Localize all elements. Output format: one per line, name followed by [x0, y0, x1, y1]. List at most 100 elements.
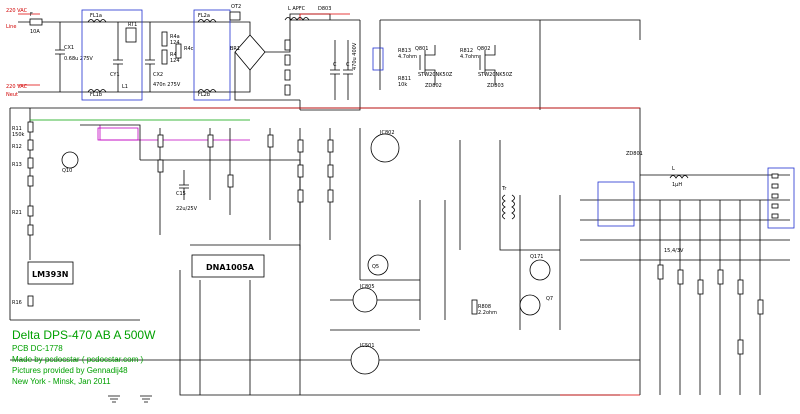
q802-value: STW20NK50Z: [478, 72, 513, 78]
zd802-label: ZD802: [425, 83, 442, 89]
q10-label: Q10: [62, 168, 72, 174]
q6-transistor: [529, 259, 551, 281]
ot2-thermal-switch: [229, 11, 241, 21]
lm393n-label: LM393N: [32, 270, 68, 279]
neutral-label: Neut: [6, 92, 18, 98]
ic805-label: IC805: [360, 284, 375, 290]
q7-label: Q7: [546, 296, 553, 302]
r4a-value: 124: [170, 40, 180, 46]
output-pins: [771, 173, 779, 219]
ic501-label: IC501: [360, 343, 375, 349]
rt1-label: RT1: [128, 22, 137, 28]
fl2-label: FL2a: [198, 13, 210, 19]
r11-label: R11: [12, 126, 22, 132]
r4b-label: R4b: [170, 52, 180, 58]
mains-input-wiring: [18, 13, 641, 111]
fuse: [29, 18, 43, 26]
lm393n-chip: [27, 261, 74, 285]
l1-label: L1: [122, 84, 128, 90]
r808-resistor: [471, 299, 478, 315]
output-cap-value: 15,4/3V: [664, 248, 684, 254]
r21-label: R21: [12, 210, 22, 216]
d803-label: D803: [318, 6, 331, 12]
ground-symbols: [108, 395, 152, 403]
r12-label: R12: [12, 144, 22, 150]
ic805-optocoupler: [352, 287, 378, 313]
fuse-value: 10A: [30, 29, 40, 35]
line-label: Line: [6, 24, 16, 30]
jumper-connector: [372, 47, 384, 71]
r13-label: R13: [12, 162, 22, 168]
fl1-filter-box: [81, 9, 143, 101]
primary-mosfets: [419, 45, 496, 85]
fuse-label: F: [30, 12, 33, 18]
ic501-optocoupler: [350, 345, 380, 375]
pictures-credit: Pictures provided by Gennadij48: [12, 366, 128, 375]
bulk-cap-value: 470u 400V: [352, 42, 358, 70]
q10-transistor: [61, 151, 79, 169]
c15-label: C15: [176, 191, 186, 197]
secondary-ic-box: [597, 181, 635, 227]
r811-label: R811: [398, 76, 411, 82]
cy1-label: CY1: [110, 72, 120, 78]
fl1b-label: FL1b: [90, 92, 102, 98]
q171-label: Q171: [530, 254, 543, 260]
cx2-value: 470n 275V: [153, 82, 181, 88]
ic802-optocoupler: [370, 133, 400, 163]
bulk-cap1-label: C: [333, 62, 337, 68]
r4c-resistor: [175, 43, 182, 59]
r808-value: 2.2ohm: [478, 310, 497, 316]
q801-label: Q801: [415, 46, 428, 52]
schematic-title: Delta DPS-470 AB A 500W: [12, 328, 156, 342]
rt1-thermistor: [125, 27, 137, 43]
q5-transistor: [367, 254, 389, 276]
zd803-label: ZD803: [487, 83, 504, 89]
fl2-filter-box: [193, 9, 231, 101]
fl2b-label: FL2b: [198, 92, 210, 98]
q802-label: Q802: [477, 46, 490, 52]
neutral-voltage-label: 220 VAC: [6, 84, 28, 90]
pin-header: [97, 127, 139, 141]
r811-value: 10k: [398, 82, 407, 88]
pcb-code: PCB DC-1778: [12, 344, 63, 353]
made-by: Made by pcdocstar ( pcdocstar.com ): [12, 355, 144, 364]
dna1005a-label: DNA1005A: [206, 263, 255, 272]
r16-label: R16: [12, 300, 22, 306]
cx1-label: CX1: [64, 45, 74, 51]
place-date: New York - Minsk, Jan 2011: [12, 377, 111, 386]
r11-value: 150k: [12, 132, 25, 138]
r813-label: R813: [398, 48, 411, 54]
r4c-label: R4c: [184, 46, 194, 52]
output-connector: [767, 167, 795, 229]
mid-resistor-grid: [157, 134, 334, 203]
ot2-label: OT2: [231, 4, 241, 10]
bulk-cap2-label: C: [346, 62, 350, 68]
bridge-rectifier-label: BR1: [230, 46, 240, 52]
r4a-resistor: [161, 31, 168, 47]
right-resistor-stack: [657, 264, 764, 355]
q7-transistor: [519, 294, 541, 316]
q5-label: Q5: [372, 264, 379, 270]
r4b-resistor: [161, 49, 168, 65]
fl1-label: FL1a: [90, 13, 102, 19]
output-inductor-value: 1μH: [672, 182, 682, 188]
ic802-label: IC802: [380, 130, 395, 136]
cx2-label: CX2: [153, 72, 163, 78]
c15-value: 22u/25V: [176, 206, 198, 212]
r812-label: R812: [460, 48, 473, 54]
r808-label: R808: [478, 304, 491, 310]
line-input-label: 220 VAC: [6, 8, 28, 14]
dna1005a-chip: [191, 254, 265, 278]
r813-value: 4.7ohm: [398, 54, 417, 60]
r812-value: 4.7ohm: [460, 54, 479, 60]
output-inductor-label: L: [672, 166, 675, 172]
cx1-value: 0.68u 275V: [64, 56, 93, 62]
left-resistor-column: [27, 121, 34, 307]
apfc-inductor-label: L APFC: [288, 6, 306, 12]
q801-value: STW20NK50Z: [418, 72, 453, 78]
zd801-label: ZD801: [626, 151, 643, 157]
pfc-resistor-ladder: [284, 39, 291, 96]
r4a-label: R4a: [170, 34, 180, 40]
transformer-label: Tr: [501, 186, 507, 192]
